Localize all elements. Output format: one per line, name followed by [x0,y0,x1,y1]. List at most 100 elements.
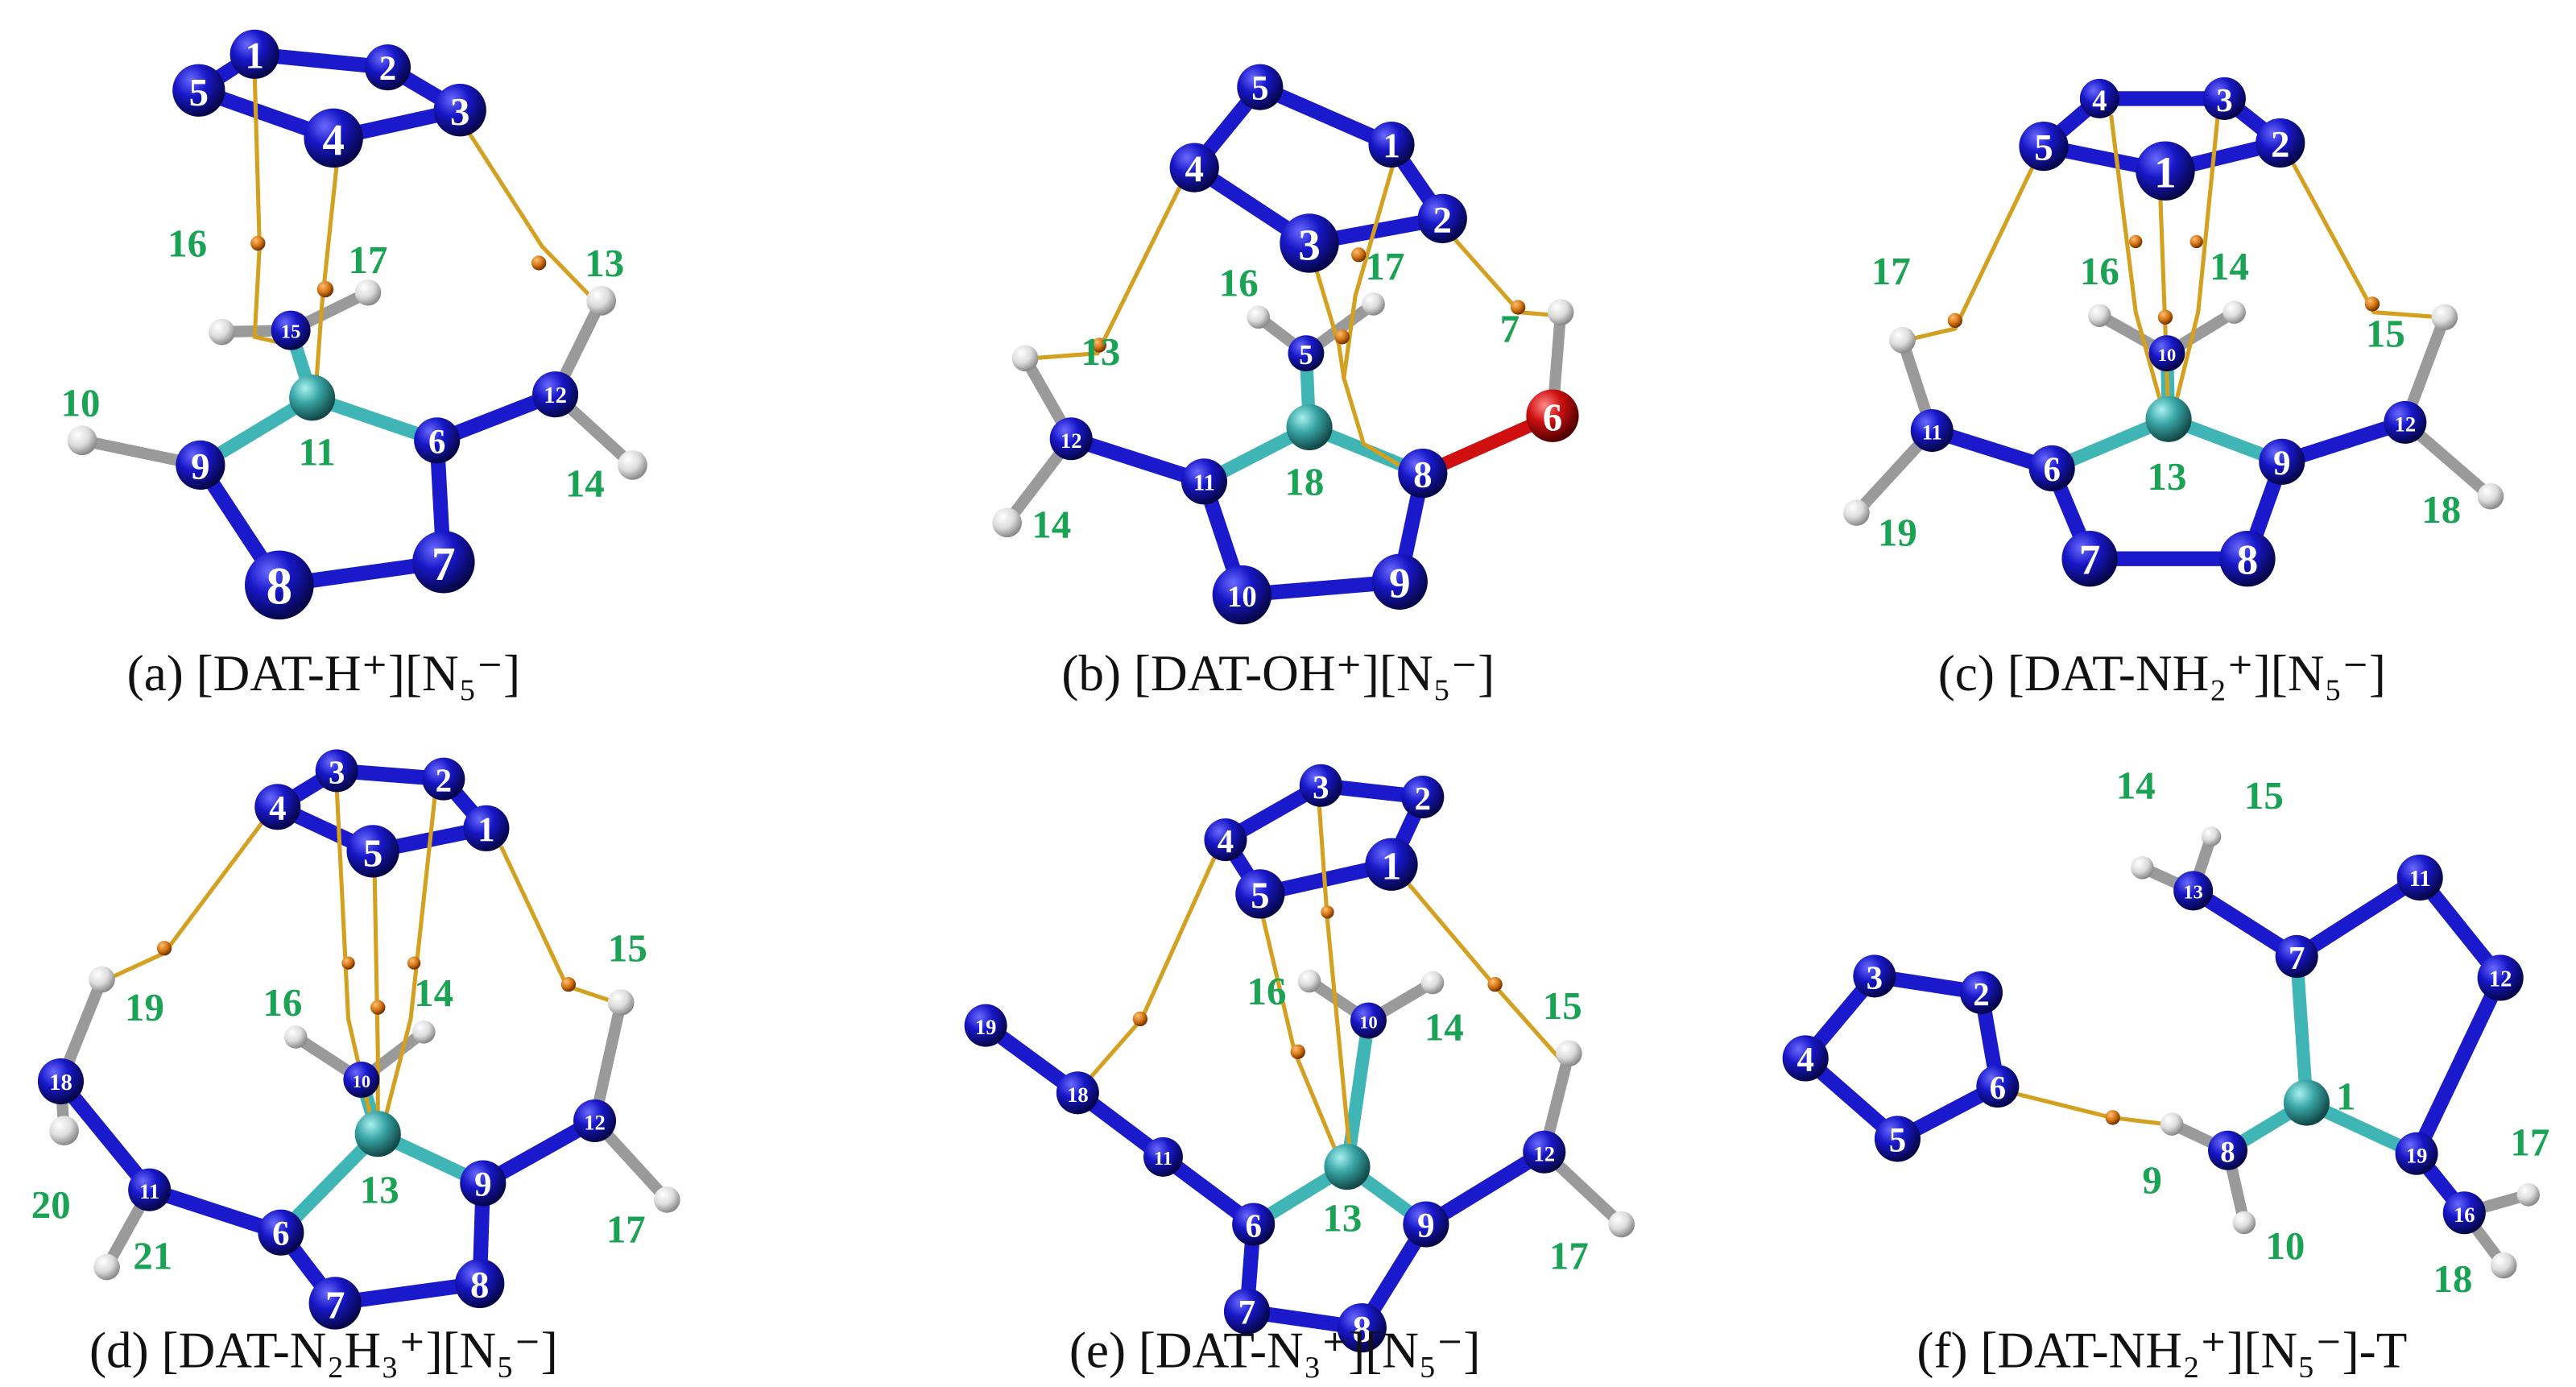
atom-number-label: 4 [1218,823,1234,859]
atom-index-label: 15 [1543,983,1582,1028]
atom-number-label: 3 [2216,82,2232,118]
atom-number-label: 19 [2406,1143,2428,1167]
panel-e [978,778,1627,1335]
atom-number-label: 4 [1797,1041,1813,1079]
bonds [1797,830,2534,1272]
atom-index-label: 14 [2210,244,2249,288]
atom-number-label: 3 [329,754,345,790]
atom-n [343,1062,380,1098]
atom-n [1350,1002,1387,1039]
atom-index-label: 20 [31,1182,71,1227]
atom-n [2219,531,2276,587]
atom-number-label: 4 [322,115,345,164]
atom-number-label: 4 [2092,84,2107,117]
atom-number-label: 6 [272,1215,289,1253]
atom-number-label: 12 [2489,967,2512,992]
atom-number-label: 8 [2220,1136,2235,1169]
atom-h [2131,855,2154,880]
atom-h [586,286,617,316]
atom-number-label: 5 [1251,875,1269,917]
atom-number-label: 7 [2079,537,2101,584]
atom-index-label: 18 [2433,1257,2473,1301]
atom-number-label: 12 [544,383,567,408]
atom-index-label: 7 [1500,307,1520,351]
atom-number-label: 8 [1353,1309,1371,1351]
bond-paths [105,789,617,1135]
atom-n [964,1004,1007,1047]
atom-c [289,375,336,421]
atom-h [209,318,235,346]
atom-h [89,966,115,993]
atom-h [1297,969,1321,993]
atom-n [176,440,225,491]
atom-index-label: 18 [1284,459,1324,503]
atom-n [244,550,314,620]
atom-n [1976,1065,2020,1108]
atom-h [2088,304,2111,328]
atom-n [1371,553,1428,610]
atom-index-label: 9 [2142,1157,2161,1202]
atom-number-label: 11 [1922,420,1942,445]
atom-index-label: 19 [1878,511,1917,555]
atom-n [1235,869,1285,919]
atom-index-label: 17 [349,238,388,282]
atom-number-label: 1 [1382,844,1401,888]
atom-number-label: 2 [2271,124,2289,166]
atom-number-label: 5 [1251,70,1268,108]
atom-n [308,1277,362,1330]
atom-n [1874,1116,1921,1162]
atom-number-label: 11 [2409,867,2431,892]
atom-n [37,1058,85,1105]
atom-number-label: 9 [1389,560,1411,607]
bond-paths [2012,1091,2166,1127]
atom-number-label: 4 [1185,148,1203,190]
atom-h [67,425,97,456]
atom-number-label: 5 [363,830,382,875]
atom-h [1247,305,1271,329]
atom-number-label: 12 [1061,429,1082,453]
atom-n [532,371,579,418]
atom-n [422,757,465,801]
atom-index-label: 16 [1219,260,1259,304]
caption-f: (f) [DAT-NH₂⁺][N₅⁻]-T [1916,1323,2407,1379]
atom-n [1212,565,1272,625]
atom-n [1401,776,1445,819]
atom-n [128,1168,172,1211]
atom-n [2202,77,2246,120]
atom-number-label: 11 [1193,470,1215,495]
atom-number-label: 11 [1154,1148,1172,1170]
atom-n [1523,1130,1566,1174]
atom-number-label: 7 [325,1282,345,1327]
atom-o [1526,389,1579,442]
atom-n [412,531,475,594]
atom-number-label: 3 [1867,959,1883,996]
atom-h [992,507,1022,538]
atom-index-label: 15 [2366,312,2405,356]
atom-index-label: 16 [2080,249,2119,293]
atom-number-label: 12 [1534,1141,1556,1165]
atom-number-label: 18 [1067,1083,1089,1107]
atom-n [172,64,225,117]
atom-number-label: 6 [1543,395,1562,440]
atom-h [2160,1112,2184,1136]
atom-n [463,805,510,851]
atom-n [258,1209,304,1256]
atom-index-label: 14 [565,461,605,505]
atom-index-label: 10 [60,380,100,424]
atom-n [229,29,279,79]
atom-h [607,989,635,1016]
atom-n [1337,1302,1387,1353]
atom-n [2384,400,2427,444]
atom-number-label: 9 [2273,445,2290,482]
atom-n [1368,121,1415,168]
atom-c [1324,1144,1371,1190]
atom-index-label: 17 [1365,244,1404,288]
atom-h [1843,499,1870,526]
